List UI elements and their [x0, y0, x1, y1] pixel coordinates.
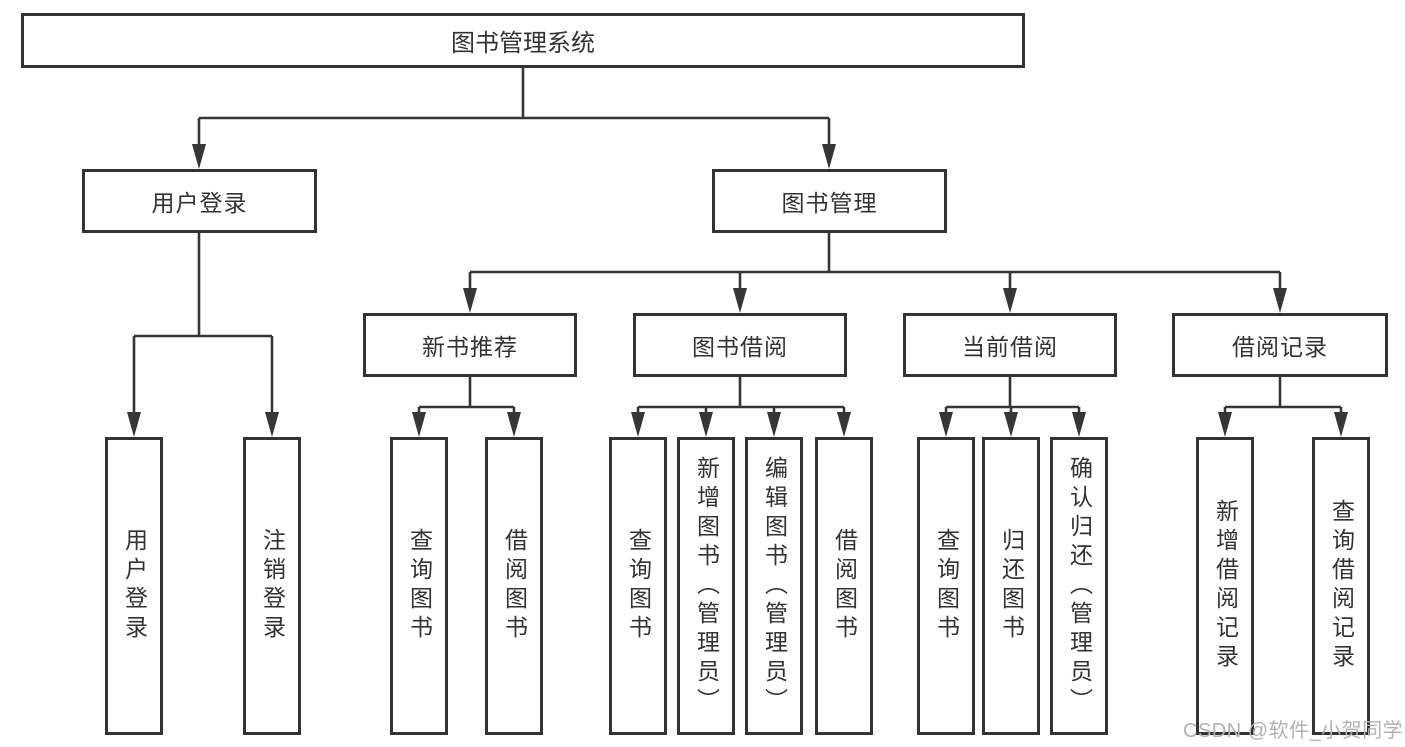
leaf-borrow-books: 借阅图书 — [815, 437, 873, 735]
leaf-query-books-recommend: 查询图书 — [390, 437, 448, 735]
node-root-library-system: 图书管理系统 — [21, 13, 1025, 68]
leaf-query-books-current: 查询图书 — [917, 437, 975, 735]
arrowheads — [127, 144, 1348, 437]
leaf-add-borrow-record: 新增借阅记录 — [1196, 437, 1254, 735]
node-book-management: 图书管理 — [712, 169, 947, 233]
leaf-user-login: 用户登录 — [105, 437, 163, 735]
leaf-borrow-books-recommend: 借阅图书 — [485, 437, 543, 735]
leaf-query-books-borrow: 查询图书 — [609, 437, 667, 735]
node-current-borrow: 当前借阅 — [903, 313, 1117, 377]
node-user-login: 用户登录 — [82, 169, 317, 233]
csdn-watermark: CSDN @软件_小贺同学 — [1183, 720, 1404, 742]
leaf-logout: 注销登录 — [243, 437, 301, 735]
leaf-return-books: 归还图书 — [982, 437, 1040, 735]
node-borrow-records: 借阅记录 — [1172, 313, 1388, 377]
leaf-confirm-return-admin: 确认归还（管理员） — [1050, 437, 1108, 735]
leaf-edit-books-admin: 编辑图书（管理员） — [745, 437, 803, 735]
leaf-query-borrow-record: 查询借阅记录 — [1312, 437, 1370, 735]
node-book-borrow: 图书借阅 — [633, 313, 847, 377]
leaf-add-books-admin: 新增图书（管理员） — [677, 437, 735, 735]
node-new-book-recommend: 新书推荐 — [363, 313, 577, 377]
